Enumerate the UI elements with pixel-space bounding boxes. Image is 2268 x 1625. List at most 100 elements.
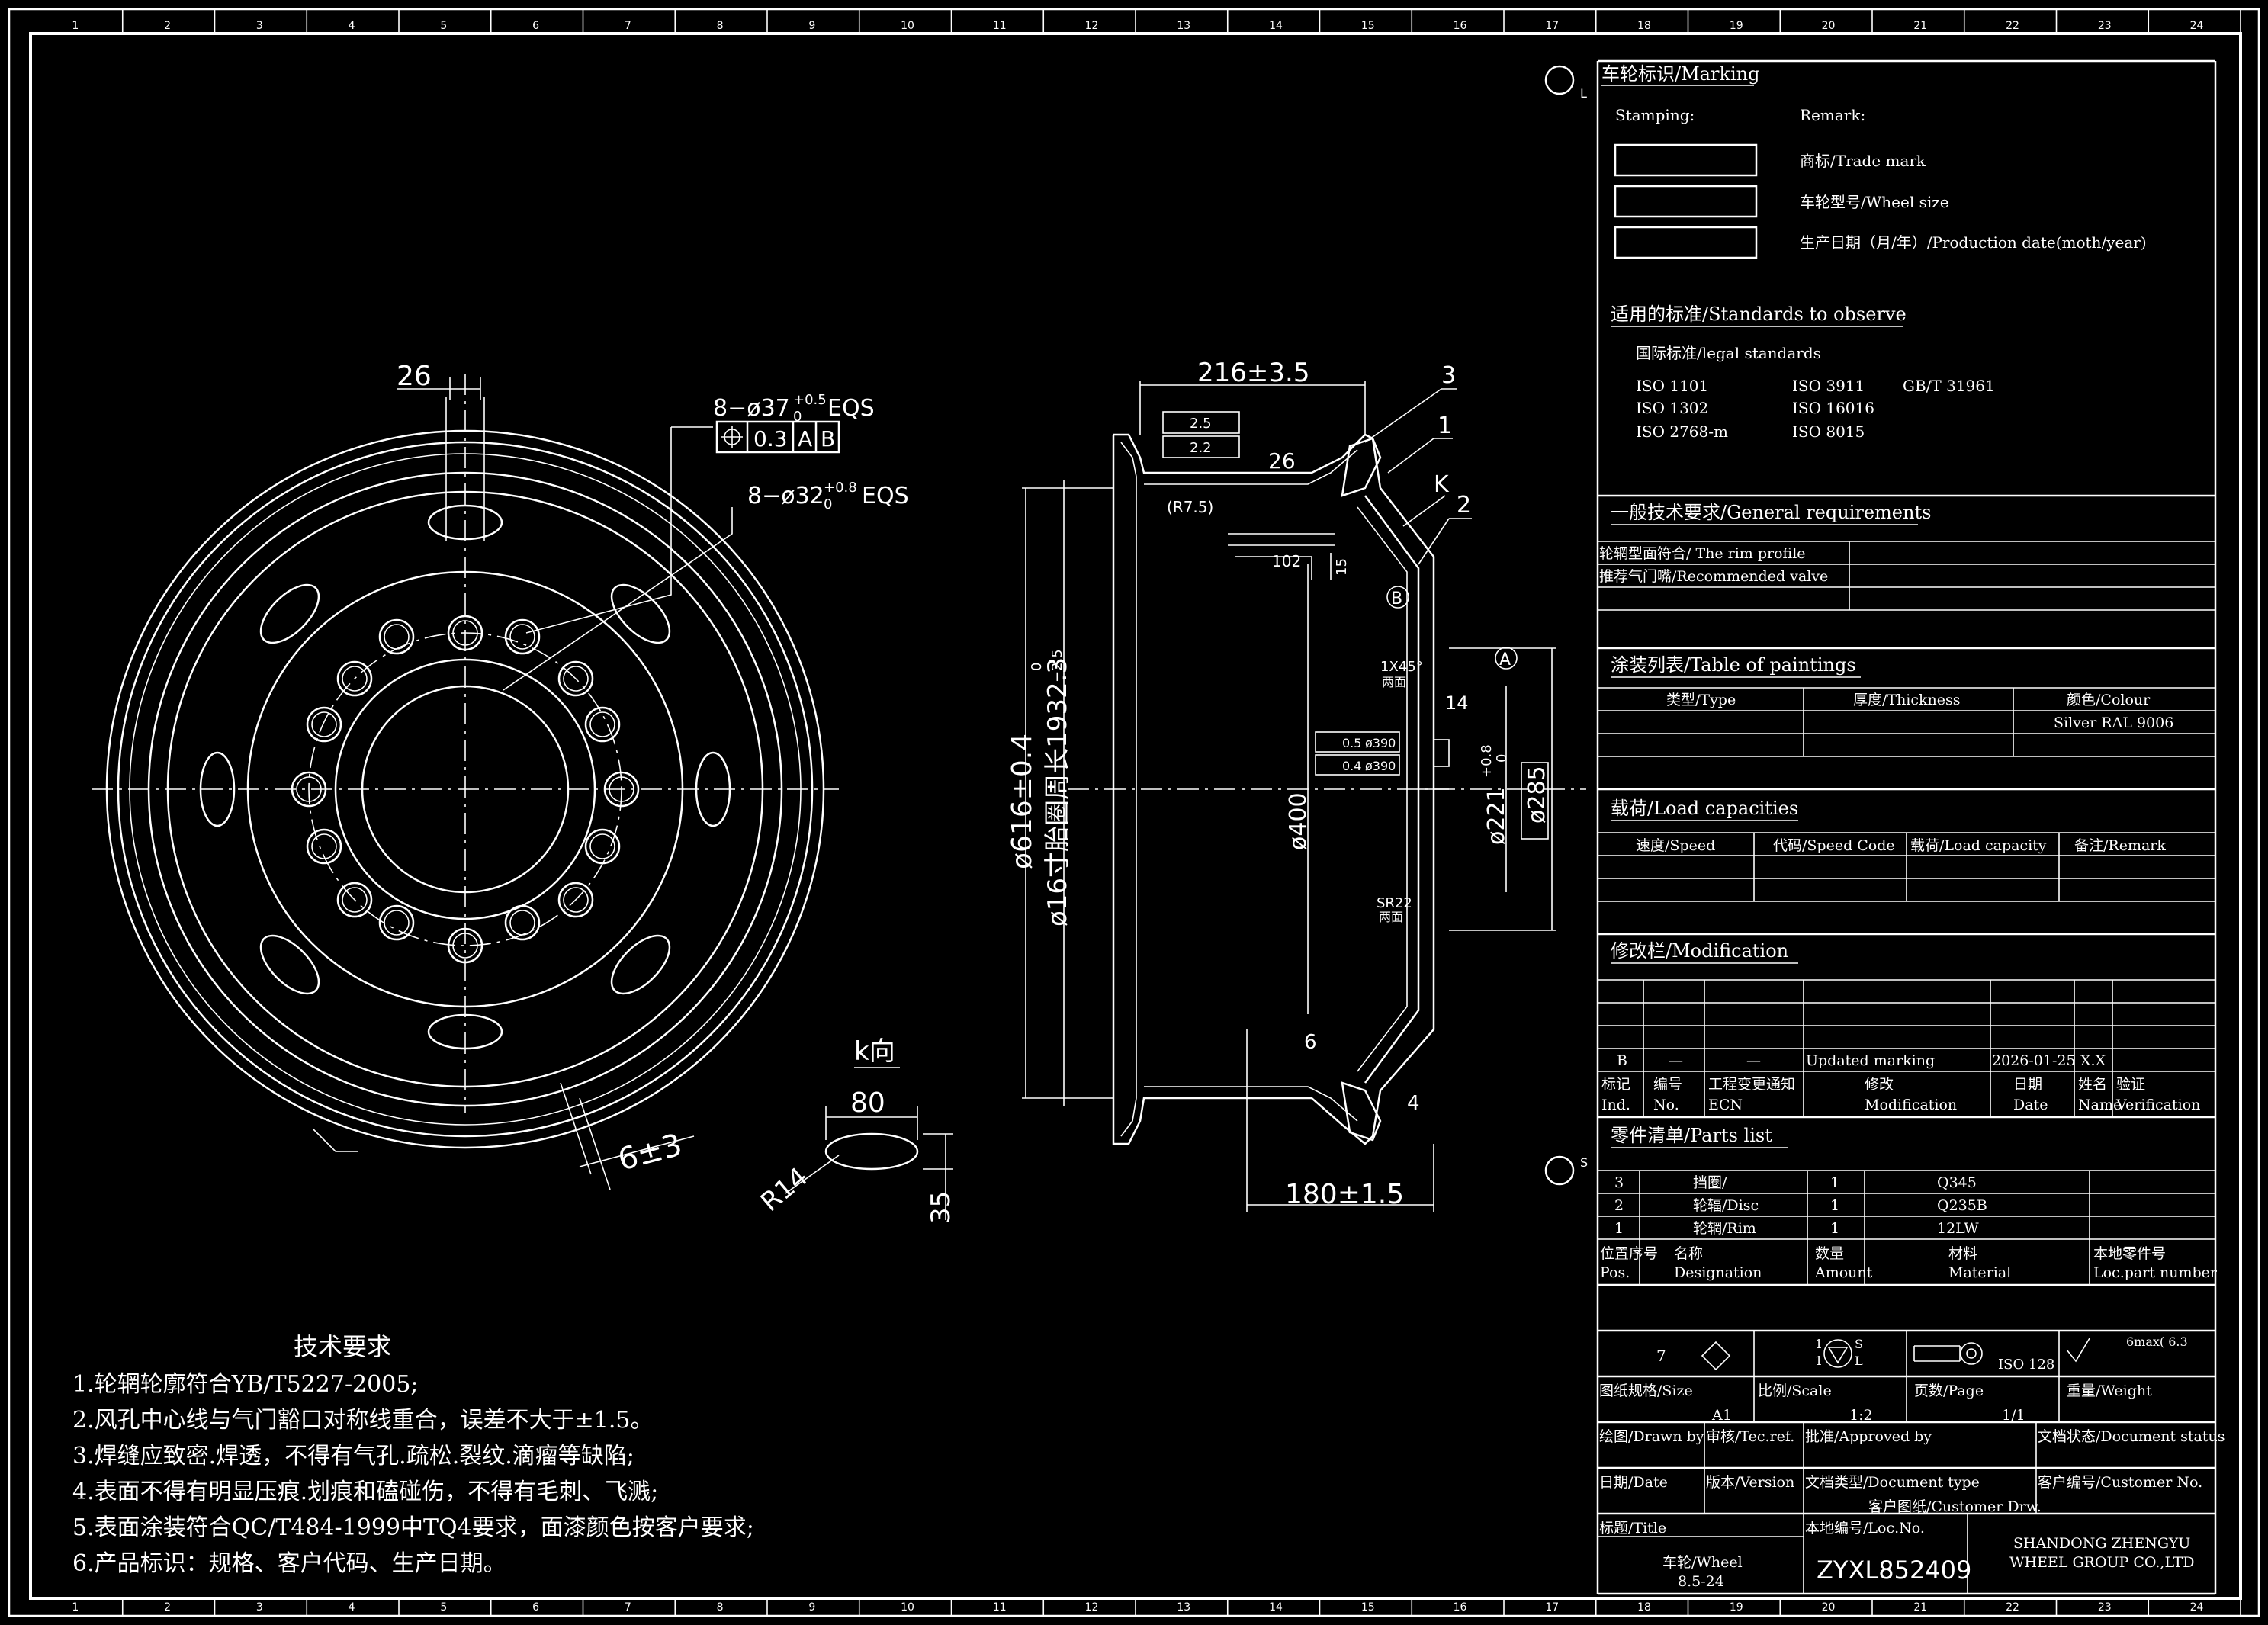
- sect-dim-216: 216±3.5: [1197, 358, 1309, 388]
- col-mark-top: 18: [1637, 20, 1651, 32]
- sect-sr: SR22: [1377, 895, 1412, 911]
- sect-dim-14: 14: [1445, 692, 1469, 714]
- tech-req-item: 5.表面涂装符合QC/T484-1999中TQ4要求，面漆颜色按客户要求;: [72, 1514, 754, 1541]
- tb-scale-label: 比例/Scale: [1758, 1383, 1832, 1399]
- sect-callout-2: 2: [1457, 492, 1471, 519]
- sect-dim-400: ø400: [1285, 792, 1312, 850]
- col-mark-top: 22: [2006, 20, 2019, 32]
- sect-srb: 两面: [1379, 910, 1403, 924]
- col-mark-top: 1: [72, 20, 79, 32]
- col-mark-top: 2: [164, 20, 171, 32]
- std-col3-0: GB/T 31961: [1903, 377, 1995, 395]
- mod-header-cn: 编号: [1653, 1076, 1682, 1093]
- tb-size-value: A1: [1711, 1407, 1732, 1424]
- tb-title-label: 标题/Title: [1599, 1520, 1666, 1537]
- sect-callout-3: 3: [1441, 362, 1456, 389]
- front-dim-26: 26: [397, 361, 432, 392]
- col-mark-bottom: 22: [2006, 1601, 2019, 1614]
- tb-loc-no-value: ZYXL852409: [1817, 1556, 1971, 1585]
- col-mark-top: 16: [1454, 20, 1467, 32]
- mod-header-en: Name: [2078, 1097, 2122, 1113]
- sect-dim-102: 102: [1272, 552, 1301, 570]
- paint-r2: Silver RAL 9006: [2054, 715, 2173, 731]
- mod-row-3: Updated marking: [1806, 1052, 1935, 1069]
- sect-dim-221-tol2: 0: [1494, 754, 1510, 763]
- sect-callout-k: K: [1434, 471, 1450, 498]
- tb-sym1b: 1: [1815, 1354, 1823, 1368]
- mod-row-5: X.X: [2080, 1052, 2106, 1069]
- tb-date: 日期/Date: [1599, 1474, 1668, 1491]
- marking-remark: Remark:: [1800, 106, 1865, 124]
- sect-r4: 4: [1407, 1092, 1420, 1115]
- loads-h1: 代码/Speed Code: [1773, 837, 1895, 854]
- sect-datum-a: A: [1499, 650, 1511, 670]
- tb-loc-no-label: 本地编号/Loc.No.: [1805, 1520, 1925, 1537]
- col-mark-top: 14: [1269, 20, 1283, 32]
- sect-dim-15: 15: [1334, 558, 1350, 576]
- loads-h3: 备注/Remark: [2074, 837, 2166, 854]
- parts-cell: 轮辐/Disc: [1693, 1197, 1759, 1214]
- col-mark-bottom: 6: [532, 1601, 539, 1614]
- section-view: [1022, 381, 1586, 1212]
- k-view-r14: R14: [755, 1161, 814, 1218]
- marking-stamping: Stamping:: [1615, 106, 1695, 124]
- col-mark-bottom: 14: [1269, 1601, 1283, 1614]
- loads-title: 载荷/Load capacities: [1611, 798, 1798, 819]
- parts-cell: 1: [1614, 1220, 1624, 1237]
- loads-h2: 载荷/Load capacity: [1910, 837, 2047, 854]
- col-mark-bottom: 24: [2190, 1601, 2204, 1614]
- parts-title: 零件清单/Parts list: [1611, 1125, 1772, 1146]
- mod-header-cn: 工程变更通知: [1708, 1076, 1795, 1093]
- tech-req-item: 4.表面不得有明显压痕.划痕和磕碰伤，不得有毛刺、飞溅;: [72, 1479, 658, 1505]
- parts-header-cn: 位置序号: [1600, 1245, 1658, 1262]
- parts-header-en: Pos.: [1600, 1264, 1630, 1281]
- sect-callout-1: 1: [1438, 413, 1452, 439]
- col-mark-top: 3: [256, 20, 263, 32]
- paintings-title: 涂装列表/Table of paintings: [1611, 654, 1856, 676]
- col-mark-top: 13: [1177, 20, 1190, 32]
- parts-header-en: Loc.part number: [2093, 1264, 2218, 1281]
- parts-header-cn: 数量: [1815, 1245, 1844, 1262]
- hole-37-tol: +0.5: [793, 392, 827, 408]
- sect-flat1b: ø390: [1365, 736, 1396, 750]
- drawing-border: 1122334455667788991010111112121313141415…: [8, 8, 2260, 1617]
- mod-header-en: Ind.: [1601, 1097, 1630, 1113]
- parts-cell: Q345: [1937, 1174, 1977, 1191]
- general-title: 一般技术要求/General requirements: [1611, 502, 1931, 523]
- col-mark-top: 20: [1822, 20, 1836, 32]
- col-mark-bottom: 8: [717, 1601, 724, 1614]
- mod-row-2: —: [1746, 1052, 1761, 1069]
- tb-doc-type: 文档类型/Document type: [1805, 1474, 1980, 1491]
- tb-rough: 6max( 6.3: [2126, 1334, 2188, 1349]
- hole-32-label: 8−ø32: [747, 483, 824, 509]
- col-mark-top: 4: [349, 20, 355, 32]
- tb-tec-ref: 审核/Tec.ref.: [1706, 1428, 1794, 1445]
- sect-dim-180: 180±1.5: [1285, 1179, 1404, 1210]
- k-view-dim-80: 80: [850, 1087, 885, 1119]
- sect-c1: 1X45°: [1380, 659, 1423, 675]
- vent-holes: [199, 504, 731, 1050]
- std-col1-0: ISO 1101: [1636, 377, 1708, 395]
- sect-c1b: 两面: [1382, 675, 1406, 689]
- sect-r6: 6: [1304, 1031, 1317, 1054]
- parts-header-en: Designation: [1674, 1264, 1762, 1281]
- tb-doc-status: 文档状态/Document status: [2038, 1428, 2225, 1445]
- col-mark-bottom: 20: [1822, 1601, 1836, 1614]
- col-mark-bottom: 16: [1454, 1601, 1467, 1614]
- parts-cell: 1: [1830, 1197, 1839, 1214]
- paint-h1: 厚度/Thickness: [1853, 692, 1961, 708]
- marking-item-1: 车轮型号/Wheel size: [1800, 193, 1949, 211]
- mod-row-4: 2026-01-25: [1992, 1052, 2076, 1069]
- paint-h2: 颜色/Colour: [2067, 692, 2151, 708]
- tb-company: SHANDONG ZHENGYU: [2013, 1535, 2190, 1552]
- parts-header-en: Material: [1948, 1264, 2011, 1281]
- col-mark-bottom: 13: [1177, 1601, 1190, 1614]
- mod-row-1: —: [1669, 1052, 1683, 1069]
- col-mark-top: 8: [717, 20, 724, 32]
- tb-syml: L: [1855, 1354, 1863, 1368]
- col-mark-top: 7: [625, 20, 631, 32]
- mod-header-cn: 修改: [1865, 1076, 1894, 1093]
- parts-cell: 1: [1830, 1174, 1839, 1191]
- sect-dim-616: ø616±0.4: [1007, 734, 1038, 869]
